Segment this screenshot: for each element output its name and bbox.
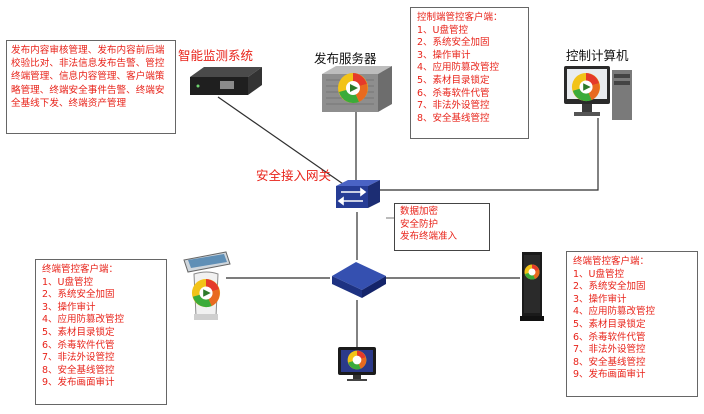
terminal-client-title: 终端管控客户端： (573, 256, 650, 267)
gateway-functions-note: 数据加密 安全防护 发布终端准入 (394, 203, 490, 251)
control-client-item: 3、操作审计 (417, 49, 471, 61)
publish-app-icon (337, 72, 369, 108)
control-client-item: 8、安全基线管控 (417, 112, 490, 124)
gateway-function-item: 安全防护 (400, 218, 439, 230)
control-client-item: 6、杀毒软件代管 (417, 87, 490, 99)
terminal-client-item: 7、非法外设管控 (573, 344, 646, 356)
terminal-client-item: 3、操作审计 (573, 293, 627, 305)
terminal-client-item: 2、系统安全加固 (42, 289, 115, 301)
security-gateway-label: 安全接入网关 (256, 168, 332, 183)
gateway-function-item: 数据加密 (400, 206, 439, 217)
terminal-client-item: 5、素材目录锁定 (42, 326, 115, 338)
terminal-client-item: 9、发布画面审计 (42, 377, 115, 389)
link-monitor-gateway (217, 96, 347, 187)
control-client-title: 控制端管控客户端： (417, 12, 503, 23)
monitor-functions-text: 发布内容审核管理、发布内容前后端校验比对、非法信息发布告警、管控终端管理、信息内… (11, 45, 165, 109)
terminal-client-item: 5、素材目录锁定 (573, 318, 646, 330)
security-gateway-device[interactable] (334, 178, 382, 214)
control-computer-label: 控制计算机 (566, 48, 629, 63)
control-app-icon (571, 72, 601, 106)
monitor-system-appliance[interactable] (190, 63, 262, 107)
terminal-client-item: 3、操作审计 (42, 301, 96, 313)
terminal-client-item: 8、安全基线管控 (42, 364, 115, 376)
terminal-client-box-right: 终端管控客户端： 1、U盘管控 2、系统安全加固 3、操作审计 4、应用防篡改管… (566, 251, 698, 397)
control-client-item: 7、非法外设管控 (417, 100, 490, 112)
kiosk-left-app-icon (191, 278, 221, 312)
terminal-client-item: 9、发布画面审计 (573, 369, 646, 381)
gateway-function-item: 发布终端准入 (400, 231, 458, 243)
terminal-client-item: 6、杀毒软件代管 (573, 331, 646, 343)
link-computer-gateway (380, 118, 599, 191)
control-client-item: 5、素材目录锁定 (417, 74, 490, 86)
terminal-client-item: 6、杀毒软件代管 (42, 339, 115, 351)
terminal-client-item: 1、U盘管控 (573, 268, 624, 280)
terminal-client-item: 4、应用防篡改管控 (42, 314, 125, 326)
monitor-functions-note: 发布内容审核管理、发布内容前后端校验比对、非法信息发布告警、管控终端管理、信息内… (6, 40, 176, 134)
terminal-client-item: 7、非法外设管控 (42, 352, 115, 364)
control-client-item: 4、应用防篡改管控 (417, 62, 500, 74)
bottom-display-app-icon (347, 350, 367, 374)
monitor-system-label: 智能监测系统 (178, 48, 254, 63)
terminal-client-item: 2、系统安全加固 (573, 281, 646, 293)
terminal-client-item: 8、安全基线管控 (573, 356, 646, 368)
control-client-item: 1、U盘管控 (417, 24, 468, 36)
terminal-client-item: 1、U盘管控 (42, 276, 93, 288)
standing-display-app-icon (524, 264, 540, 284)
terminal-client-box-left: 终端管控客户端： 1、U盘管控 2、系统安全加固 3、操作审计 4、应用防篡改管… (35, 259, 167, 405)
terminal-client-item: 4、应用防篡改管控 (573, 306, 656, 318)
control-client-box: 控制端管控客户端： 1、U盘管控 2、系统安全加固 3、操作审计 4、应用防篡改… (410, 7, 529, 139)
access-switch-device[interactable] (328, 258, 388, 306)
terminal-client-title: 终端管控客户端： (42, 264, 119, 275)
publish-server-label: 发布服务器 (314, 51, 377, 66)
control-client-item: 2、系统安全加固 (417, 37, 490, 49)
